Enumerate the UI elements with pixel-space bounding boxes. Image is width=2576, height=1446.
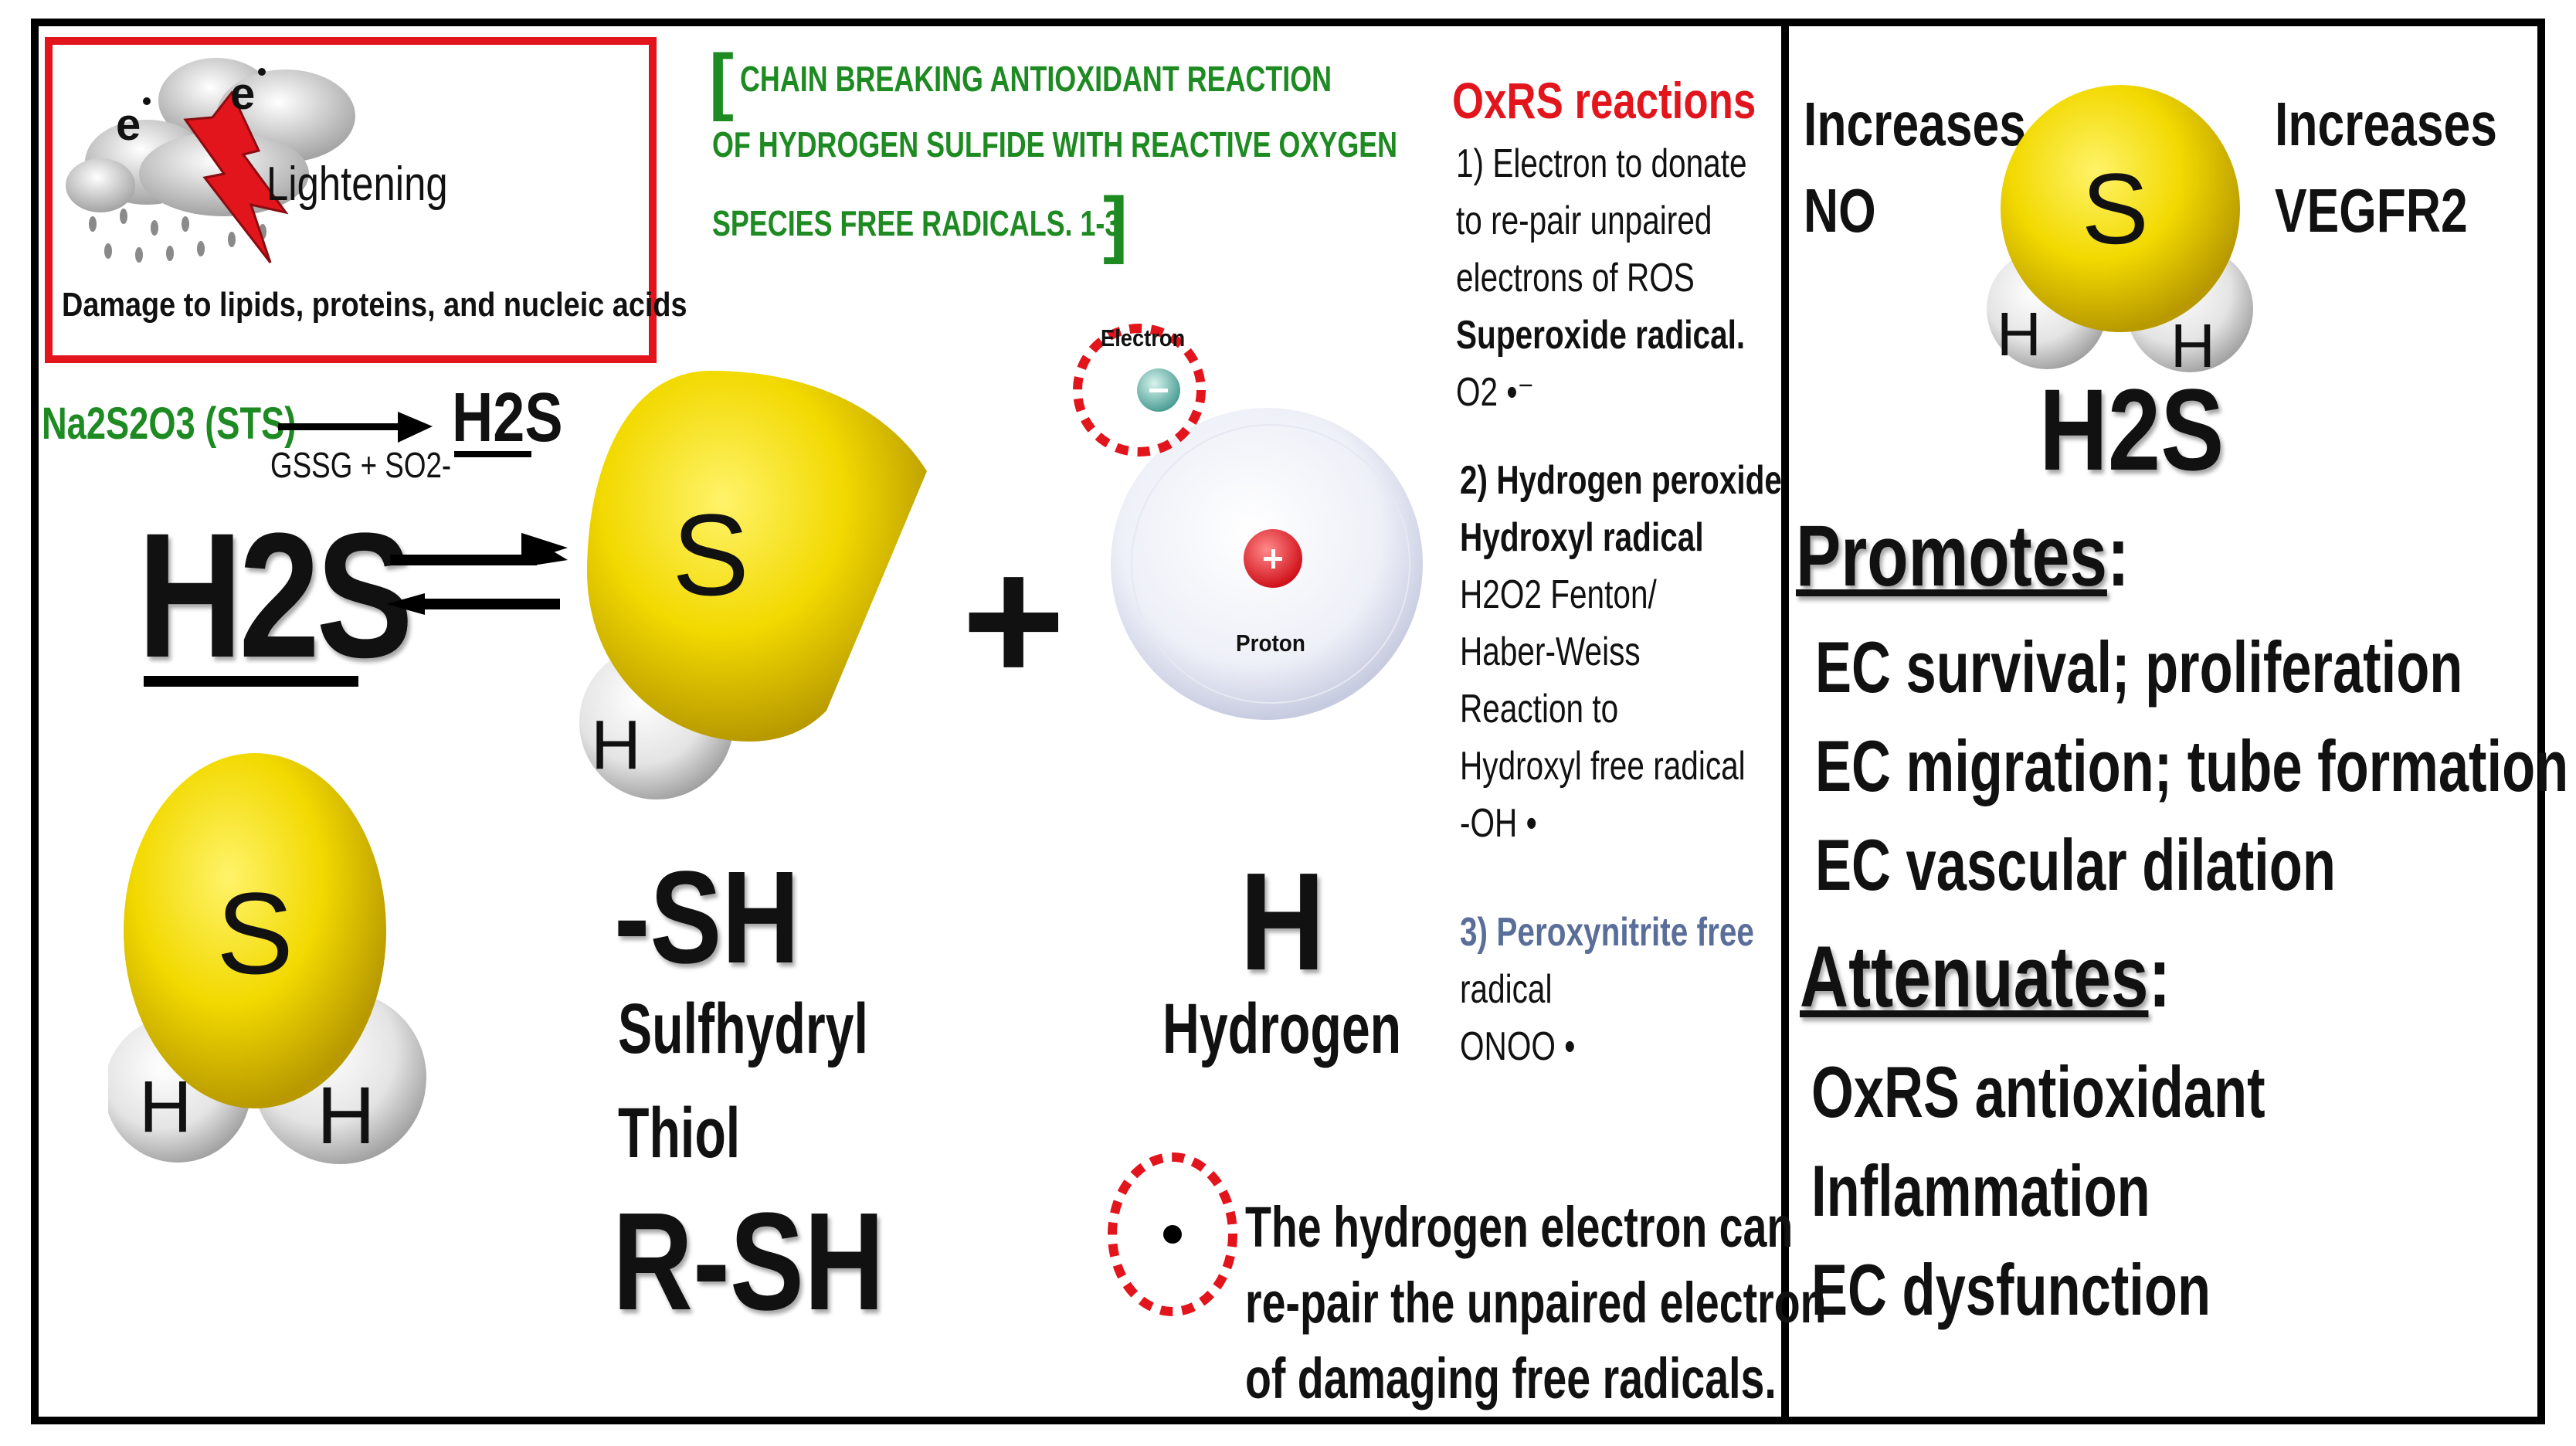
h2s-underline (144, 676, 358, 687)
h2s-right-label: H2S (2039, 365, 2225, 494)
sh-molecule-icon: S H (579, 371, 927, 799)
oxrs-reaction-2: 2) Hydrogen peroxide Hydroxyl radical H2… (1460, 452, 1782, 852)
sulfhydryl-label: Sulfhydryl (618, 989, 868, 1068)
oxrs-r2-line-5: Reaction to (1460, 687, 1619, 731)
damage-caption: Damage to lipids, proteins, and nucleic … (62, 286, 687, 324)
note-line-2: re-pair the unpaired electron (1245, 1271, 1827, 1335)
increases-no: Increases NO (1804, 81, 2026, 254)
oxrs-r3-line-3: ONOO • (1460, 1024, 1576, 1069)
attenuates-item-1: OxRS antioxidant (1811, 1051, 2265, 1132)
promotes-list: EC survival; proliferation EC migration;… (1815, 618, 2568, 915)
increases-vegfr2-line-2: VEGFR2 (2275, 176, 2468, 245)
equilibrium-arrows-icon (386, 532, 568, 615)
oxrs-r1-line-3: electrons of ROS (1456, 256, 1695, 300)
unpaired-electron-icon (1108, 1152, 1237, 1316)
sh-label: -SH (614, 844, 800, 991)
increases-vegfr2-line-1: Increases (2275, 90, 2497, 158)
plus-sign: + (962, 521, 1066, 719)
note-line-1: The hydrogen electron can (1245, 1195, 1794, 1259)
oxrs-reaction-3: 3) Peroxynitrite free radical ONOO • (1460, 904, 1754, 1075)
hydrogen-label: Hydrogen (1162, 989, 1402, 1068)
h-big-label: H (1240, 844, 1325, 1000)
svg-text:S: S (672, 490, 749, 619)
h2s-molecule-right-icon: S H H (1987, 85, 2253, 380)
oxrs-r2-line-6: Hydroxyl free radical (1460, 744, 1746, 789)
oxrs-r1-line-4: Superoxide radical. (1456, 313, 1746, 358)
electron-label: Electron (1101, 324, 1186, 351)
hydrogen-note: The hydrogen electron can re-pair the un… (1245, 1190, 1827, 1417)
title-line-1: CHAIN BREAKING ANTIOXIDANT REACTION (740, 59, 1332, 99)
title-line-2: OF HYDROGEN SULFIDE WITH REACTIVE OXYGEN (712, 124, 1398, 165)
electron-dot-1 (143, 97, 151, 105)
thiol-label: Thiol (618, 1094, 741, 1173)
attenuates-title: Attenuates (1800, 928, 2149, 1025)
attenuates-item-3: EC dysfunction (1811, 1249, 2211, 1330)
damage-box (45, 37, 657, 363)
attenuates-list: OxRS antioxidant Inflammation EC dysfunc… (1811, 1043, 2265, 1339)
electron-symbol-2: e (230, 69, 256, 119)
svg-text:H: H (591, 707, 641, 784)
oxrs-reaction-1: 1) Electron to donate to re-pair unpaire… (1456, 135, 1747, 421)
oxrs-r1-line-1: 1) Electron to donate (1456, 141, 1747, 186)
sts-byproduct: GSSG + SO2- (270, 445, 452, 485)
promotes-title: Promotes (1796, 507, 2107, 604)
oxrs-r3-line-1: 3) Peroxynitrite free (1460, 910, 1754, 955)
promotes-item-3: EC vascular dilation (1815, 824, 2336, 905)
h2s-big-label: H2S (137, 496, 413, 694)
increases-no-line-2: NO (1804, 176, 1876, 245)
svg-text:H: H (1997, 300, 2041, 368)
sts-arrow-shaft (278, 423, 406, 430)
oxrs-title: OxRS reactions (1452, 72, 1756, 129)
increases-vegfr2: Increases VEGFR2 (2275, 81, 2497, 254)
svg-text:H: H (139, 1066, 192, 1148)
promotes-heading: Promotes: (1796, 506, 2130, 606)
promotes-item-1: EC survival; proliferation (1815, 626, 2463, 708)
oxrs-r1-line-5: O2 •⁻ (1456, 370, 1534, 415)
sts-product-underline (454, 451, 531, 457)
title-bracket-close: ] (1103, 182, 1128, 265)
electron-dot-2 (258, 68, 266, 76)
oxrs-r2-line-3: H2O2 Fenton/ (1460, 572, 1657, 617)
attenuates-item-2: Inflammation (1811, 1150, 2150, 1231)
note-line-3: of damaging free radicals. (1245, 1346, 1777, 1410)
attenuates-heading: Attenuates: (1800, 927, 2171, 1027)
oxrs-r3-line-2: radical (1460, 967, 1553, 1012)
rsh-label: R-SH (613, 1184, 884, 1339)
promotes-colon: : (2106, 507, 2130, 604)
svg-text:H: H (2170, 311, 2215, 380)
oxrs-r1-line-2: to re-pair unpaired (1456, 199, 1712, 243)
oxrs-r2-line-1: 2) Hydrogen peroxide (1460, 458, 1782, 503)
electron-symbol-1: e (116, 100, 141, 150)
title-bracket-open: [ (709, 39, 734, 122)
storm-cloud-icon (66, 58, 355, 263)
svg-text:H: H (317, 1071, 375, 1161)
oxrs-r2-line-2: Hydroxyl radical (1460, 515, 1704, 560)
increases-no-line-1: Increases (1804, 90, 2026, 158)
svg-text:S: S (216, 868, 294, 998)
attenuates-colon: : (2148, 928, 2171, 1025)
panel-divider (1781, 19, 1789, 1424)
hydrogen-atom-icon (1073, 324, 1423, 720)
outer-frame (31, 19, 2545, 1424)
oxrs-r2-line-4: Haber-Weiss (1460, 630, 1641, 674)
sts-label: Na2S2O3 (STS) (42, 399, 297, 449)
svg-text:S: S (2082, 152, 2149, 265)
h2s-molecule-left-icon: S H H (108, 753, 426, 1164)
sts-arrow-head-icon (398, 412, 433, 443)
oxrs-r2-line-7: -OH • (1460, 801, 1537, 846)
proton-label: Proton (1236, 630, 1305, 657)
promotes-item-2: EC migration; tube formation (1815, 725, 2569, 806)
sts-product: H2S (452, 379, 563, 457)
lightning-label: Lightening (266, 158, 448, 211)
title-line-3: SPECIES FREE RADICALS. 1-3 (712, 203, 1121, 243)
